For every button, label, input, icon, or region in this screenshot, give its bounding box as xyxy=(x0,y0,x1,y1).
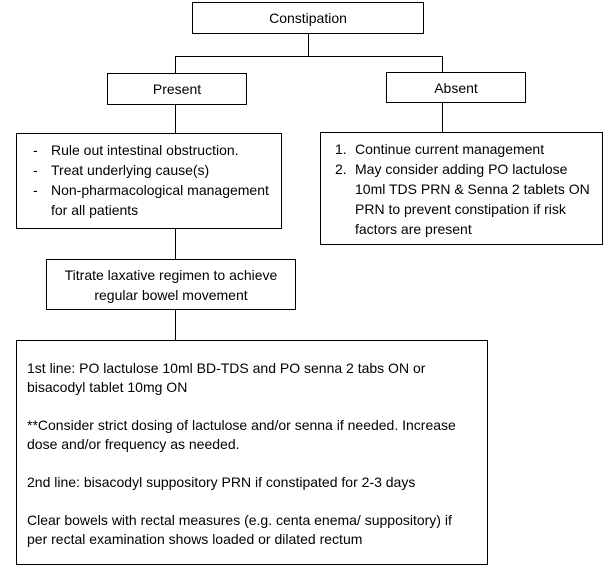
present-action-item: Non-pharmacological management for all p… xyxy=(27,180,273,220)
absent-actions-list: 1. Continue current management 2. May co… xyxy=(331,139,594,239)
absent-action-number: 2. xyxy=(335,161,347,177)
clear-bowels-text: Clear bowels with rectal measures (e.g. … xyxy=(27,512,452,547)
connector-horizontal-branch xyxy=(175,56,443,57)
titrate-text: Titrate laxative regimen to achieve regu… xyxy=(64,266,278,303)
second-line-text: 2nd line: bisacodyl suppository PRN if c… xyxy=(27,474,416,490)
regimen-box: 1st line: PO lactulose 10ml BD-TDS and P… xyxy=(16,340,488,565)
present-actions-list: Rule out intestinal obstruction. Treat u… xyxy=(27,140,273,220)
absent-node: Absent xyxy=(386,72,526,103)
connector-root-down xyxy=(308,33,309,56)
present-action-item: Treat underlying cause(s) xyxy=(27,160,273,180)
absent-action-number: 1. xyxy=(335,141,347,157)
absent-action-text: May consider adding PO lactulose 10ml TD… xyxy=(355,161,590,237)
titrate-node: Titrate laxative regimen to achieve regu… xyxy=(46,259,296,310)
present-action-item: Rule out intestinal obstruction. xyxy=(27,140,273,160)
connector-present-to-actions xyxy=(175,104,176,134)
absent-action-item: 1. Continue current management xyxy=(331,139,594,159)
present-node: Present xyxy=(107,73,247,105)
connector-titrate-to-regimen xyxy=(175,309,176,341)
absent-label: Absent xyxy=(434,79,478,96)
connector-actions-to-titrate xyxy=(175,228,176,260)
present-label: Present xyxy=(152,81,202,97)
connector-absent-to-actions xyxy=(442,102,443,133)
consider-dosing-text: **Consider strict dosing of lactulose an… xyxy=(27,417,456,452)
connector-to-present xyxy=(175,56,176,74)
absent-action-text: Continue current management xyxy=(355,141,545,157)
absent-actions-box: 1. Continue current management 2. May co… xyxy=(320,132,603,245)
constipation-node: Constipation xyxy=(192,2,424,34)
constipation-label: Constipation xyxy=(269,10,347,26)
present-actions-box: Rule out intestinal obstruction. Treat u… xyxy=(16,133,282,229)
connector-to-absent xyxy=(442,56,443,73)
first-line-text: 1st line: PO lactulose 10ml BD-TDS and P… xyxy=(27,360,426,395)
absent-action-item: 2. May consider adding PO lactulose 10ml… xyxy=(331,159,594,239)
